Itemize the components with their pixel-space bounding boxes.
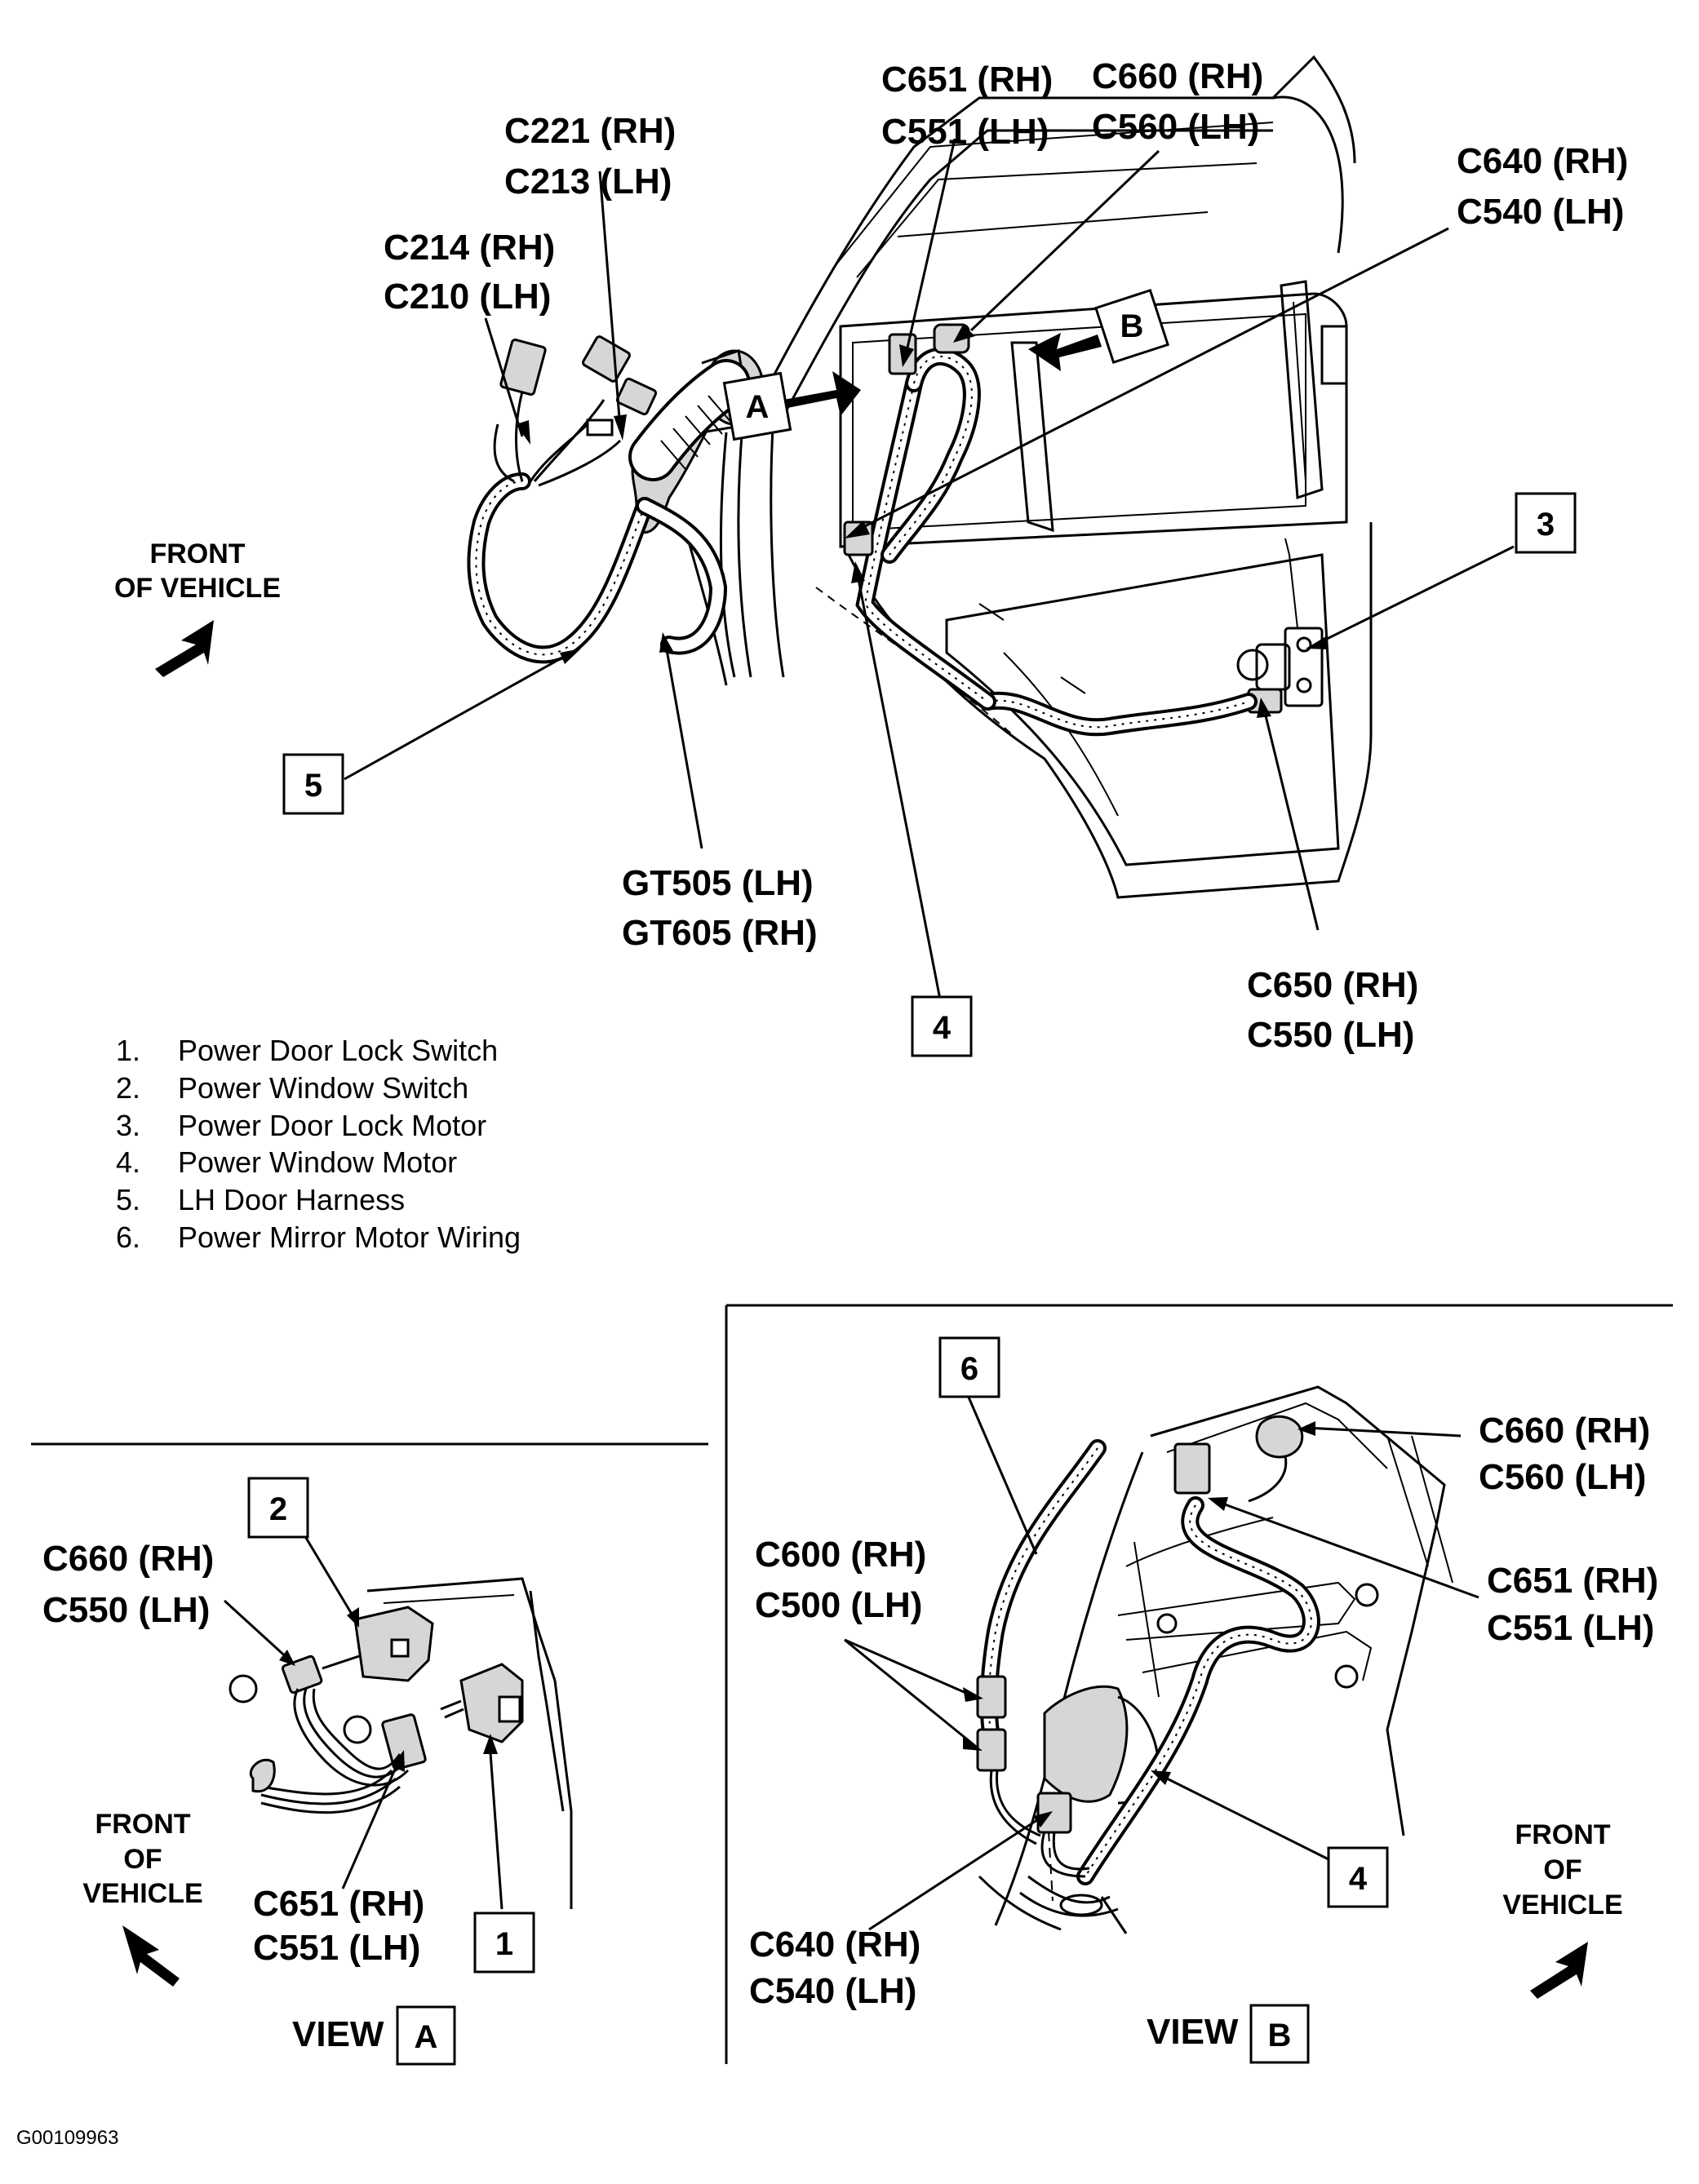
svg-text:1: 1 <box>495 1926 513 1962</box>
main-connector-labels: C221 (RH) C213 (LH) C214 (RH) C210 (LH) … <box>384 56 1628 1055</box>
svg-text:Power Window Motor: Power Window Motor <box>178 1145 457 1179</box>
front-arrow-icon <box>1530 1942 1588 1999</box>
svg-text:OF VEHICLE: OF VEHICLE <box>114 573 281 604</box>
view-a-label-c551: C551 (LH) <box>253 1928 420 1968</box>
svg-text:OF: OF <box>1543 1854 1581 1885</box>
svg-text:B: B <box>1120 308 1144 344</box>
svg-text:Power Door Lock Motor: Power Door Lock Motor <box>178 1109 486 1142</box>
callout-2: 2 <box>247 1477 309 1539</box>
label-c560: C560 (LH) <box>1092 107 1259 147</box>
label-gt505: GT505 (LH) <box>622 863 814 903</box>
svg-text:FRONT: FRONT <box>149 538 245 569</box>
view-a-arrow: A <box>722 371 861 441</box>
view-a-caption: VIEW A <box>292 2005 456 2066</box>
label-c221: C221 (RH) <box>504 111 676 151</box>
callout-3: 3 <box>1515 492 1577 554</box>
front-arrow-icon <box>155 620 214 677</box>
label-c210: C210 (LH) <box>384 277 551 317</box>
svg-text:4.: 4. <box>116 1145 140 1179</box>
view-a-drawing <box>228 1577 573 1909</box>
svg-text:6: 6 <box>960 1351 978 1387</box>
view-a-labels: C660 (RH) C550 (LH) C651 (RH) C551 (LH) <box>42 1539 424 1968</box>
view-b-label-c551: C551 (LH) <box>1487 1608 1654 1648</box>
svg-text:5.: 5. <box>116 1183 140 1216</box>
label-c550: C550 (LH) <box>1247 1015 1414 1055</box>
view-b-arrow: B <box>1028 289 1169 371</box>
svg-text:FRONT: FRONT <box>1515 1819 1610 1850</box>
label-c640: C640 (RH) <box>1457 141 1628 181</box>
view-b-label-c540: C540 (LH) <box>749 1971 916 2011</box>
label-c213: C213 (LH) <box>504 162 672 202</box>
main-leader-lines <box>344 138 1515 1000</box>
label-c214: C214 (RH) <box>384 228 555 268</box>
callout-4-main: 4 <box>911 995 973 1057</box>
callout-6: 6 <box>938 1336 1000 1398</box>
detail-view-frames <box>31 1304 1673 2064</box>
main-front-of-vehicle: FRONT OF VEHICLE <box>114 538 281 677</box>
figure-id: G00109963 <box>16 2127 118 2149</box>
label-c651: C651 (RH) <box>881 60 1053 100</box>
view-a-front-of-vehicle: FRONT OF VEHICLE <box>82 1809 203 1987</box>
callout-1: 1 <box>473 1912 535 1974</box>
svg-text:Power Mirror Motor Wiring: Power Mirror Motor Wiring <box>178 1220 521 1254</box>
callout-4-view-b: 4 <box>1327 1846 1389 1908</box>
view-b-label-c660: C660 (RH) <box>1479 1411 1650 1451</box>
svg-text:OF: OF <box>123 1844 162 1875</box>
view-b-labels: C660 (RH) C560 (LH) C651 (RH) C551 (LH) … <box>749 1411 1658 2011</box>
svg-text:A: A <box>746 389 770 425</box>
svg-text:A: A <box>415 2019 438 2055</box>
view-b-label-c600: C600 (RH) <box>755 1535 926 1575</box>
svg-text:2: 2 <box>269 1491 287 1527</box>
view-a-label-c550: C550 (LH) <box>42 1590 210 1630</box>
view-b-label-c651: C651 (RH) <box>1487 1561 1658 1601</box>
svg-text:4: 4 <box>933 1010 952 1046</box>
view-a-label-c660: C660 (RH) <box>42 1539 214 1579</box>
view-b-caption: VIEW B <box>1147 2004 1310 2064</box>
svg-text:VIEW: VIEW <box>292 2014 384 2054</box>
view-b-leaders <box>844 1393 1479 1931</box>
svg-text:2.: 2. <box>116 1071 140 1105</box>
legend: 1. Power Door Lock Switch 2. Power Windo… <box>116 1034 521 1254</box>
svg-text:3.: 3. <box>116 1109 140 1142</box>
svg-text:VIEW: VIEW <box>1147 2012 1239 2052</box>
svg-text:3: 3 <box>1537 507 1555 543</box>
view-b-drawing <box>976 1385 1453 1934</box>
front-arrow-icon <box>122 1925 180 1987</box>
label-c660: C660 (RH) <box>1092 56 1263 96</box>
view-a-leaders <box>223 1537 503 1910</box>
label-c551: C551 (LH) <box>881 112 1049 152</box>
svg-text:FRONT: FRONT <box>95 1809 190 1840</box>
svg-text:LH Door Harness: LH Door Harness <box>178 1183 405 1216</box>
svg-text:Power Door Lock Switch: Power Door Lock Switch <box>178 1034 498 1067</box>
label-c650: C650 (RH) <box>1247 965 1418 1005</box>
svg-text:5: 5 <box>304 768 322 804</box>
view-b-label-c500: C500 (LH) <box>755 1585 922 1625</box>
svg-text:VEHICLE: VEHICLE <box>1502 1889 1622 1920</box>
svg-text:4: 4 <box>1349 1861 1368 1897</box>
svg-text:Power Window Switch: Power Window Switch <box>178 1071 468 1105</box>
view-b-label-c640: C640 (RH) <box>749 1925 920 1965</box>
view-b-label-c560: C560 (LH) <box>1479 1457 1646 1497</box>
view-b-front-of-vehicle: FRONT OF VEHICLE <box>1502 1819 1623 1999</box>
lock-motor-shape <box>1236 538 1324 707</box>
label-gt605: GT605 (RH) <box>622 913 818 953</box>
label-c540: C540 (LH) <box>1457 192 1624 232</box>
view-a-label-c651: C651 (RH) <box>253 1884 424 1924</box>
svg-text:VEHICLE: VEHICLE <box>82 1878 202 1909</box>
callout-5: 5 <box>282 753 344 815</box>
svg-text:B: B <box>1268 2018 1292 2053</box>
svg-text:1.: 1. <box>116 1034 140 1067</box>
svg-text:6.: 6. <box>116 1220 140 1254</box>
